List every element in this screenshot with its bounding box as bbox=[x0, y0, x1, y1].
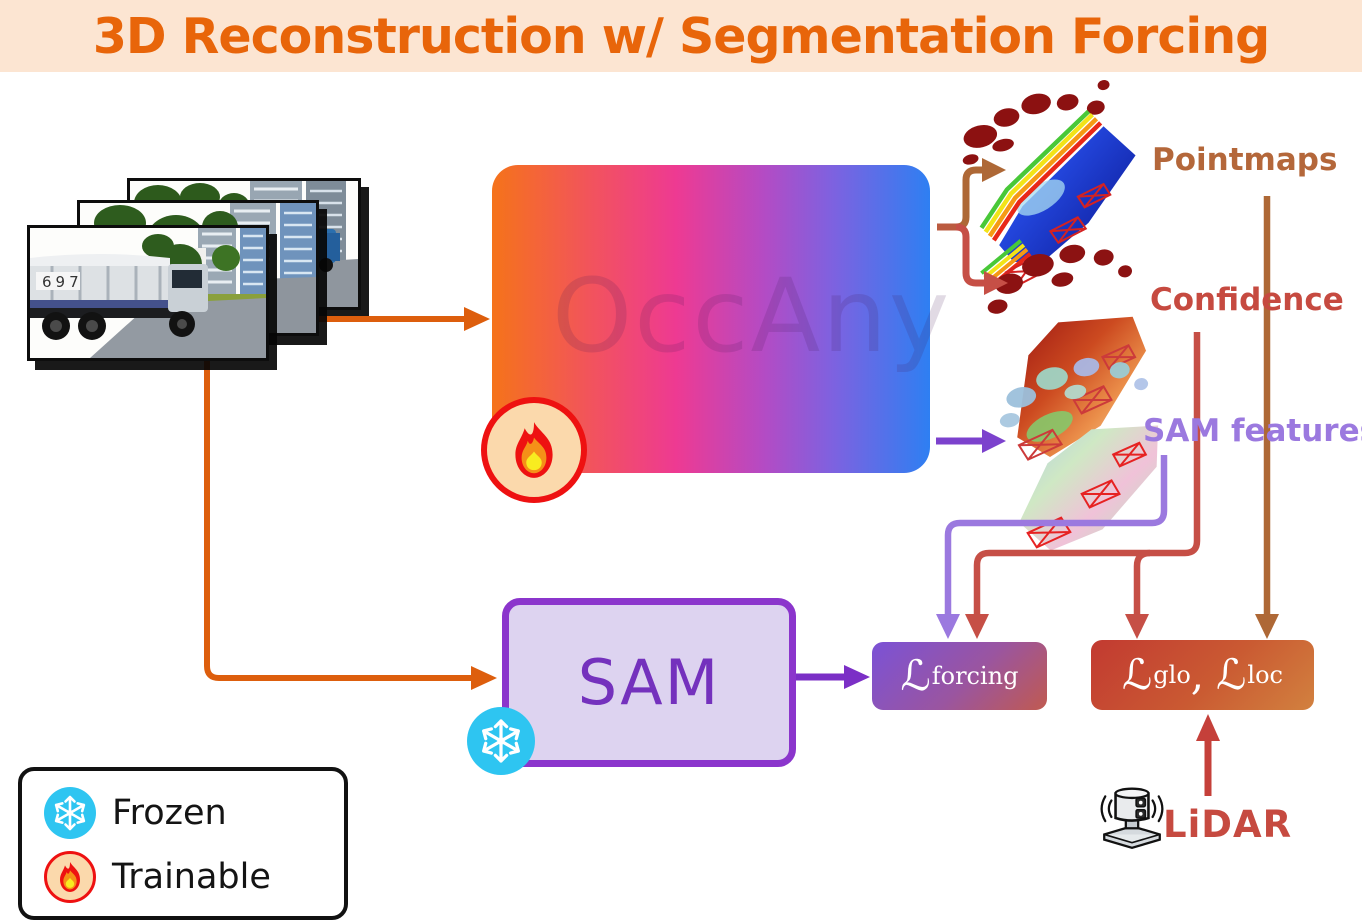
legend-label-trainable: Trainable bbox=[112, 857, 271, 897]
loss-separator: , bbox=[1190, 650, 1205, 699]
label-confidence: Confidence bbox=[1150, 282, 1344, 318]
loss-glo-sub: glo bbox=[1153, 661, 1191, 689]
dump-truck: 697 bbox=[30, 254, 208, 340]
sam-box: SAM bbox=[502, 598, 796, 767]
snowflake-icon bbox=[44, 787, 96, 839]
legend-label-frozen: Frozen bbox=[112, 793, 227, 833]
title-bar: 3D Reconstruction w/ Segmentation Forcin… bbox=[0, 0, 1362, 72]
label-pointmaps: Pointmaps bbox=[1152, 142, 1338, 178]
lidar-label: LiDAR bbox=[1163, 803, 1293, 846]
input-image-1: 697 bbox=[27, 225, 269, 361]
loss-loc-sub: loc bbox=[1247, 661, 1283, 689]
pointmaps-cloud bbox=[962, 80, 1136, 288]
frozen-badge bbox=[467, 707, 535, 775]
legend-box: Frozen Trainable bbox=[18, 767, 348, 920]
sam-box-label: SAM bbox=[577, 646, 721, 719]
arrow-images-to-sam bbox=[204, 350, 472, 681]
label-sam-features: SAM features bbox=[1143, 413, 1362, 449]
loss-forcing-symbol: ℒ bbox=[900, 651, 931, 700]
sam-features-cloud bbox=[999, 357, 1159, 551]
flame-icon bbox=[515, 422, 553, 478]
snowflake-icon bbox=[482, 719, 520, 763]
loss-loc-symbol: ℒ bbox=[1216, 650, 1247, 699]
figure-title: 3D Reconstruction w/ Segmentation Forcin… bbox=[92, 7, 1270, 65]
flame-icon bbox=[44, 851, 96, 903]
legend-item-frozen: Frozen bbox=[44, 787, 227, 839]
loss-glo-symbol: ℒ bbox=[1122, 650, 1153, 699]
loss-forcing-sub: forcing bbox=[931, 662, 1019, 690]
lidar-sensor-icon bbox=[1096, 782, 1168, 854]
truck-number: 697 bbox=[42, 273, 83, 291]
legend-item-trainable: Trainable bbox=[44, 851, 271, 903]
model-watermark: OccAny bbox=[552, 257, 952, 376]
trainable-badge bbox=[481, 397, 587, 503]
